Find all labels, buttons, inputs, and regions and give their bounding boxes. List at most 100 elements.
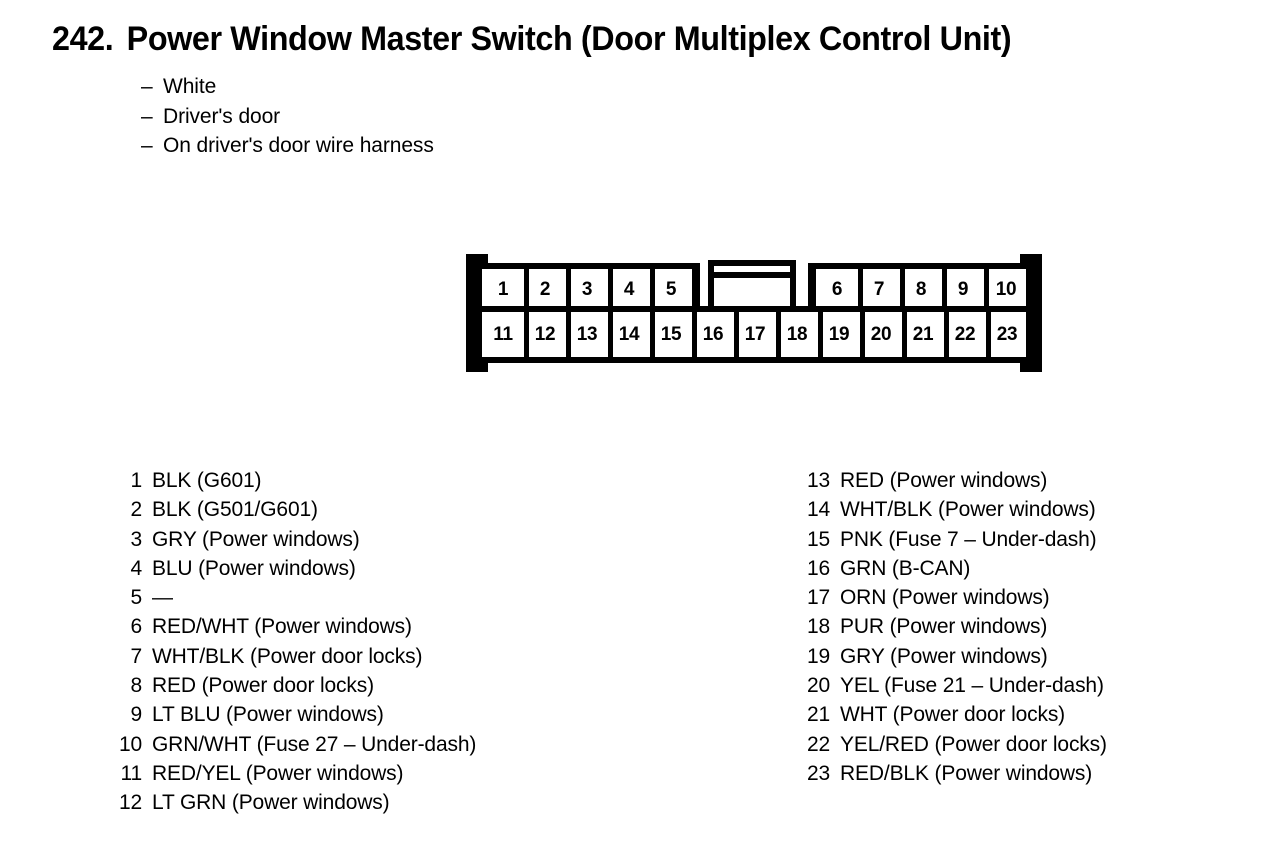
pin-legend-desc: GRY (Power windows)	[840, 644, 1048, 668]
pin-legend-row: 15 PNK (Fuse 7 – Under-dash)	[800, 525, 1220, 554]
cell-divider	[566, 312, 571, 357]
pin-legend-row: 8 RED (Power door locks)	[112, 671, 542, 700]
pin-cell-17: 17	[744, 324, 766, 345]
pin-legend-row: 14 WHT/BLK (Power windows)	[800, 495, 1220, 524]
cell-divider	[776, 312, 781, 357]
pin-legend-desc: BLK (G501/G601)	[152, 498, 318, 522]
pin-legend-number: 22	[806, 732, 830, 756]
pin-legend-number: 10	[118, 732, 142, 756]
pin-legend-desc: YEL/RED (Power door locks)	[840, 732, 1107, 756]
pin-legend-row: 23 RED/BLK (Power windows)	[800, 759, 1220, 788]
pin-legend-number: 15	[806, 527, 830, 551]
pin-legend-number: 2	[130, 498, 142, 522]
pin-legend-row: 2 BLK (G501/G601)	[112, 495, 542, 524]
pin-cell-9: 9	[957, 279, 969, 300]
pin-legend-desc: BLU (Power windows)	[152, 556, 356, 580]
pin-legend-desc: RED (Power windows)	[840, 469, 1048, 492]
cell-divider	[942, 269, 947, 312]
subtitle-item: – White	[141, 72, 434, 102]
pin-legend-number: 11	[120, 761, 143, 785]
pin-cell-11: 11	[493, 324, 513, 345]
pin-legend-number: 9	[130, 703, 142, 727]
pin-legend-number: 20	[806, 674, 830, 698]
pin-legend-row: 17 ORN (Power windows)	[800, 583, 1220, 612]
dash-marker: –	[141, 134, 153, 157]
latch-top-wall	[708, 260, 796, 266]
pin-legend-number: 23	[806, 761, 830, 785]
latch-right-wall	[790, 260, 796, 312]
pin-legend-row: 10 GRN/WHT (Fuse 27 – Under-dash)	[112, 730, 542, 759]
cell-divider	[818, 312, 823, 357]
pin-legend-desc: PUR (Power windows)	[840, 615, 1048, 639]
pin-cell-1: 1	[497, 279, 509, 300]
page-title-number: 242.	[52, 20, 114, 58]
pin-legend-number: 18	[806, 615, 830, 639]
top-row-right-end-wall	[1026, 263, 1032, 312]
bottom-row-end-wall	[1026, 312, 1032, 363]
top-row-right-top-rail	[808, 263, 1032, 269]
cell-divider	[524, 312, 529, 357]
cell-divider	[900, 269, 905, 312]
pin-legend-row: 13 RED (Power windows)	[800, 466, 1220, 495]
pin-legend-desc: GRY (Power windows)	[152, 527, 360, 551]
pin-legend-row: 9 LT BLU (Power windows)	[112, 700, 542, 729]
pin-legend-desc: WHT (Power door locks)	[840, 703, 1066, 727]
connector-left-shell-stem	[466, 254, 476, 372]
cell-divider	[986, 312, 991, 357]
cell-divider	[860, 312, 865, 357]
pin-legend-desc: RED (Power door locks)	[152, 674, 374, 698]
cell-divider	[692, 312, 697, 357]
pin-legend-number: 4	[130, 556, 142, 580]
pin-legend-number: 13	[806, 469, 830, 492]
pin-cell-2: 2	[539, 279, 551, 300]
pin-legend-row: 22 YEL/RED (Power door locks)	[800, 730, 1220, 759]
pin-cell-20: 20	[870, 324, 892, 345]
pin-cell-10: 10	[995, 279, 1017, 300]
pin-legend-desc: LT BLU (Power windows)	[152, 703, 384, 727]
pin-legend-desc: RED/YEL (Power windows)	[152, 761, 404, 785]
cell-divider	[944, 312, 949, 357]
pin-legend-desc: —	[152, 586, 173, 610]
latch-slot-bar	[714, 272, 790, 278]
connector-right-shell-stem	[1032, 254, 1042, 372]
cell-divider	[650, 312, 655, 357]
pin-legend-number: 17	[806, 586, 830, 610]
page-title-text: Power Window Master Switch (Door Multipl…	[126, 20, 1012, 58]
connector-right-shell-bottom-arm	[1020, 363, 1032, 372]
connector-left-shell-top-arm	[476, 254, 488, 263]
pin-legend-number: 8	[130, 674, 142, 698]
pin-legend-desc: GRN/WHT (Fuse 27 – Under-dash)	[152, 732, 477, 756]
pin-legend-row: 5 —	[112, 583, 542, 612]
cell-divider	[734, 312, 739, 357]
pin-legend-row: 11 RED/YEL (Power windows)	[112, 759, 542, 788]
cell-divider	[608, 312, 613, 357]
pin-legend-desc: RED/WHT (Power windows)	[152, 615, 412, 639]
pin-legend-row: 21 WHT (Power door locks)	[800, 700, 1220, 729]
pin-legend-row: 4 BLU (Power windows)	[112, 554, 542, 583]
pin-cell-13: 13	[576, 324, 598, 345]
pin-legend-desc: GRN (B-CAN)	[840, 556, 971, 580]
pin-legend-row: 1 BLK (G601)	[112, 466, 542, 495]
cell-divider	[608, 269, 613, 312]
dash-marker: –	[141, 104, 153, 128]
pin-cell-6: 6	[831, 279, 843, 300]
top-row-left-top-rail	[476, 263, 700, 269]
pin-legend-right-column: 13 RED (Power windows) 14 WHT/BLK (Power…	[800, 466, 1220, 788]
pin-legend-number: 12	[118, 791, 142, 815]
subtitle-item: – On driver's door wire harness	[141, 131, 434, 161]
pin-legend-number: 21	[806, 703, 830, 727]
pin-cell-7: 7	[873, 279, 885, 300]
pin-legend-desc: WHT/BLK (Power door locks)	[152, 644, 423, 668]
pin-cell-12: 12	[534, 324, 556, 345]
pin-legend-row: 20 YEL (Fuse 21 – Under-dash)	[800, 671, 1220, 700]
pin-legend-desc: BLK (G601)	[152, 469, 262, 492]
pin-cell-5: 5	[665, 279, 677, 300]
pin-legend-left-column: 1 BLK (G601) 2 BLK (G501/G601) 3 GRY (Po…	[112, 466, 542, 818]
pin-cell-21: 21	[912, 324, 934, 345]
subtitle-text: White	[163, 75, 217, 98]
connector-right-shell-top-arm	[1020, 254, 1032, 263]
pin-legend-row: 18 PUR (Power windows)	[800, 612, 1220, 641]
cell-divider	[650, 269, 655, 312]
top-row-left-end-wall	[692, 263, 700, 312]
cell-divider	[902, 312, 907, 357]
